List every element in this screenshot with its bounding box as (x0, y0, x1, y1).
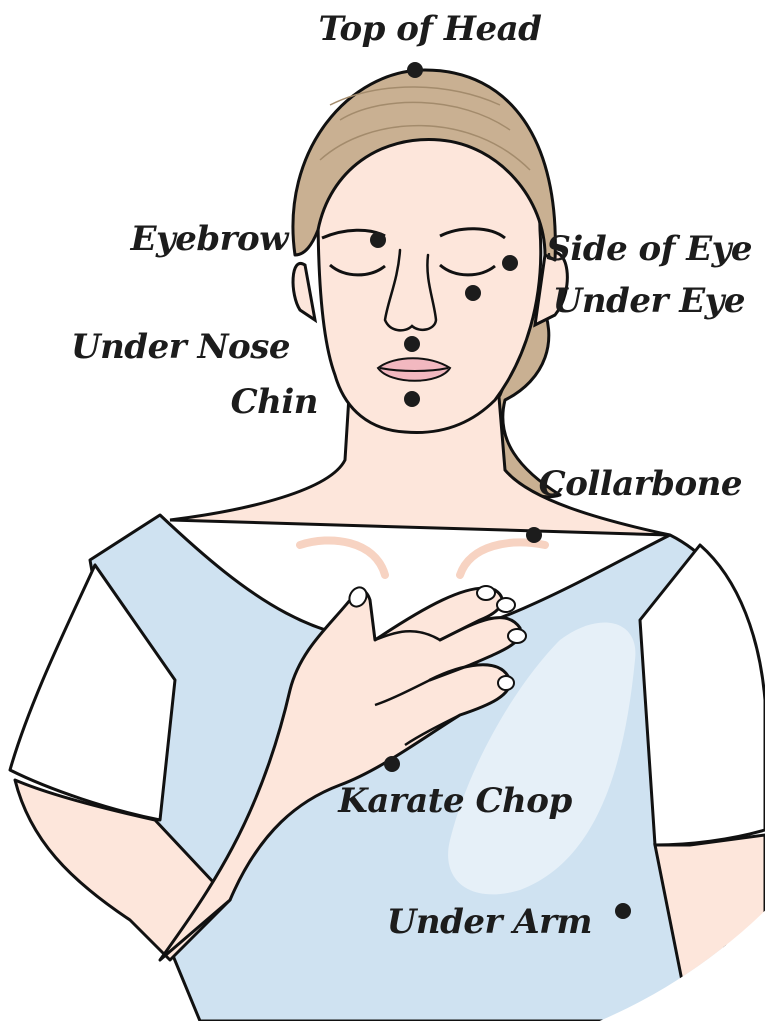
point-top-of-head (407, 62, 423, 78)
label-top-of-head: Top of Head (319, 9, 543, 49)
label-collarbone: Collarbone (539, 464, 742, 504)
point-under-eye (465, 285, 481, 301)
point-collarbone (526, 527, 542, 543)
point-under-nose (404, 336, 420, 352)
left-ear (293, 263, 315, 320)
point-under-arm (615, 903, 631, 919)
label-under-nose: Under Nose (71, 327, 290, 367)
shirt (90, 515, 745, 1021)
point-eyebrow (370, 232, 386, 248)
label-side-of-eye: Side of Eye (546, 229, 752, 269)
label-under-eye: Under Eye (553, 281, 745, 321)
label-chin: Chin (231, 382, 318, 422)
point-karate-chop (384, 756, 400, 772)
point-side-of-eye (502, 255, 518, 271)
collarbone-shade-left (300, 540, 385, 575)
collarbone-shade-right (460, 543, 545, 575)
label-eyebrow: Eyebrow (130, 219, 291, 259)
right-arm (655, 835, 765, 1021)
label-karate-chop: Karate Chop (337, 781, 572, 821)
point-chin (404, 391, 420, 407)
woman-illustration (10, 70, 765, 1021)
label-under-arm: Under Arm (387, 902, 592, 942)
